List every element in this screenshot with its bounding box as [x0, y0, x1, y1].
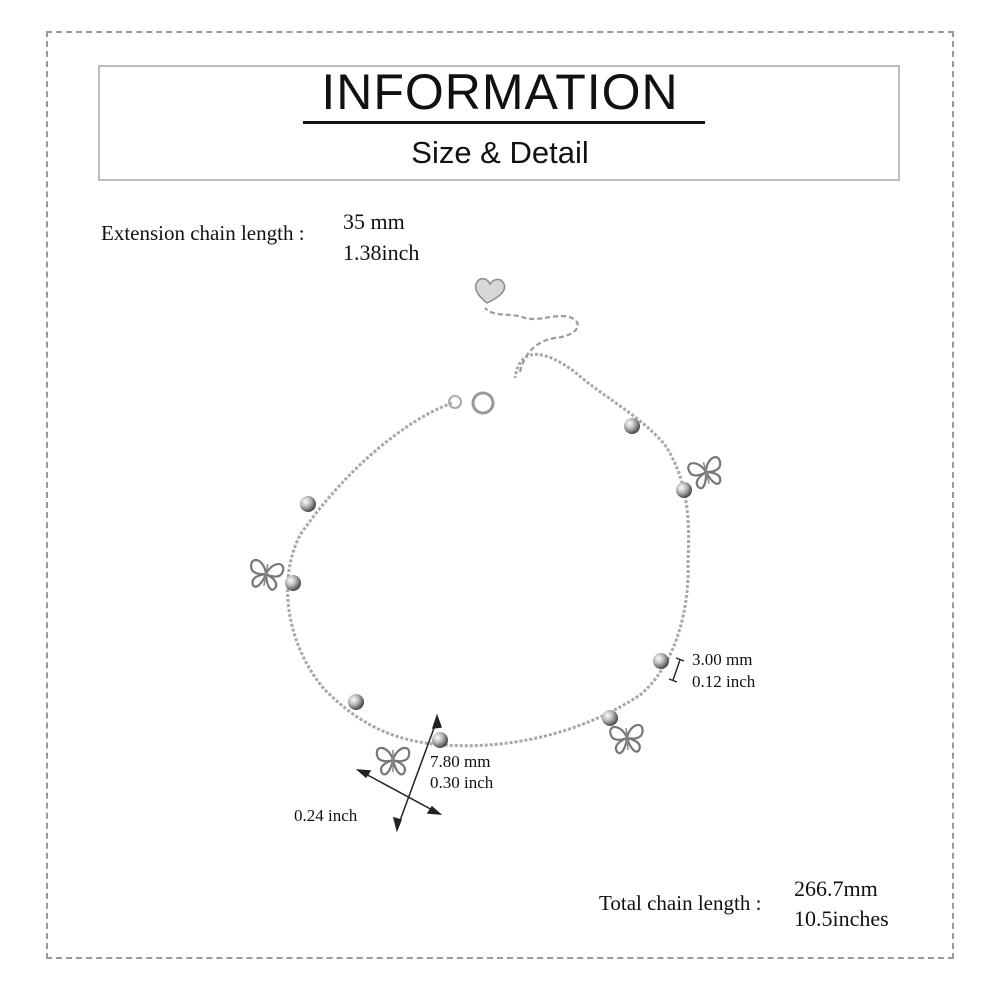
- extension-length-label: Extension chain length :: [101, 221, 305, 245]
- bead: [432, 732, 448, 748]
- charm-width-arrow: [355, 769, 443, 815]
- butterfly-charm: [686, 455, 727, 492]
- title-underline: [303, 121, 705, 124]
- butterfly-charm: [608, 723, 646, 755]
- page-subtitle: Size & Detail: [411, 135, 589, 170]
- bead: [653, 653, 669, 669]
- butterfly-charm: [246, 558, 286, 593]
- total-length-inch: 10.5inches: [794, 906, 889, 931]
- dashed-frame: [46, 31, 954, 959]
- charm-height-inch: 0.30 inch: [430, 773, 494, 792]
- bead-dimension-marker: [668, 657, 685, 683]
- header-box: [98, 65, 900, 181]
- bead: [602, 710, 618, 726]
- extension-length-mm: 35 mm: [343, 209, 405, 234]
- bead-size-inch: 0.12 inch: [692, 672, 756, 691]
- charm-height-arrow: [392, 713, 443, 833]
- bead-size-mm: 3.00 mm: [692, 650, 753, 669]
- charm-width-inch: 0.24 inch: [294, 806, 358, 825]
- clasp-ring: [471, 391, 495, 415]
- bead: [285, 575, 301, 591]
- total-length-mm: 266.7mm: [794, 876, 878, 901]
- extension-chain: [484, 307, 579, 373]
- bead: [300, 496, 316, 512]
- extension-length-inch: 1.38inch: [343, 240, 420, 265]
- bead: [676, 482, 692, 498]
- bead: [348, 694, 364, 710]
- charm-height-mm: 7.80 mm: [430, 752, 491, 771]
- total-length-label: Total chain length :: [599, 891, 762, 915]
- butterfly-charm: [375, 746, 411, 776]
- heart-tag: [474, 277, 506, 304]
- jump-ring: [448, 395, 462, 409]
- bead: [624, 418, 640, 434]
- page-title: INFORMATION: [321, 64, 679, 120]
